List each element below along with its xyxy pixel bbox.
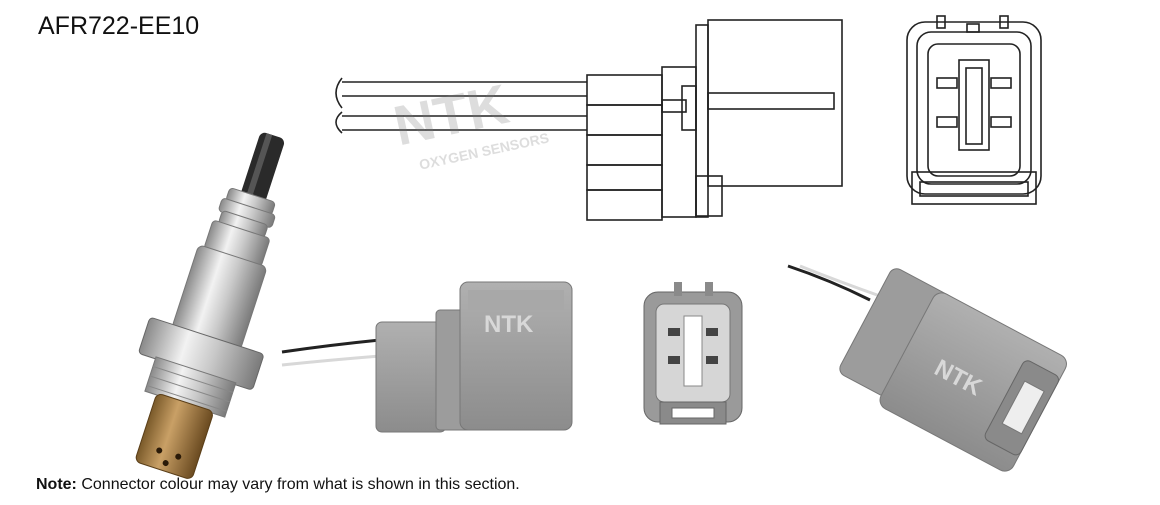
- connector-face-photo: [643, 282, 743, 425]
- connector-face-drawing: [906, 15, 1042, 205]
- connector-angled-photo: NTK: [787, 264, 1067, 472]
- connector-side-photo: NTK: [281, 281, 573, 433]
- note-label: Note:: [36, 476, 77, 493]
- connector-side-brand: NTK: [484, 311, 534, 338]
- part-number-title: AFR722-EE10: [38, 12, 200, 40]
- note-text: Connector colour may vary from what is s…: [76, 476, 520, 493]
- oxygen-sensor-photo: [135, 132, 285, 479]
- connector-side-drawing: [335, 19, 843, 221]
- footer-note: Note: Connector colour may vary from wha…: [36, 476, 520, 494]
